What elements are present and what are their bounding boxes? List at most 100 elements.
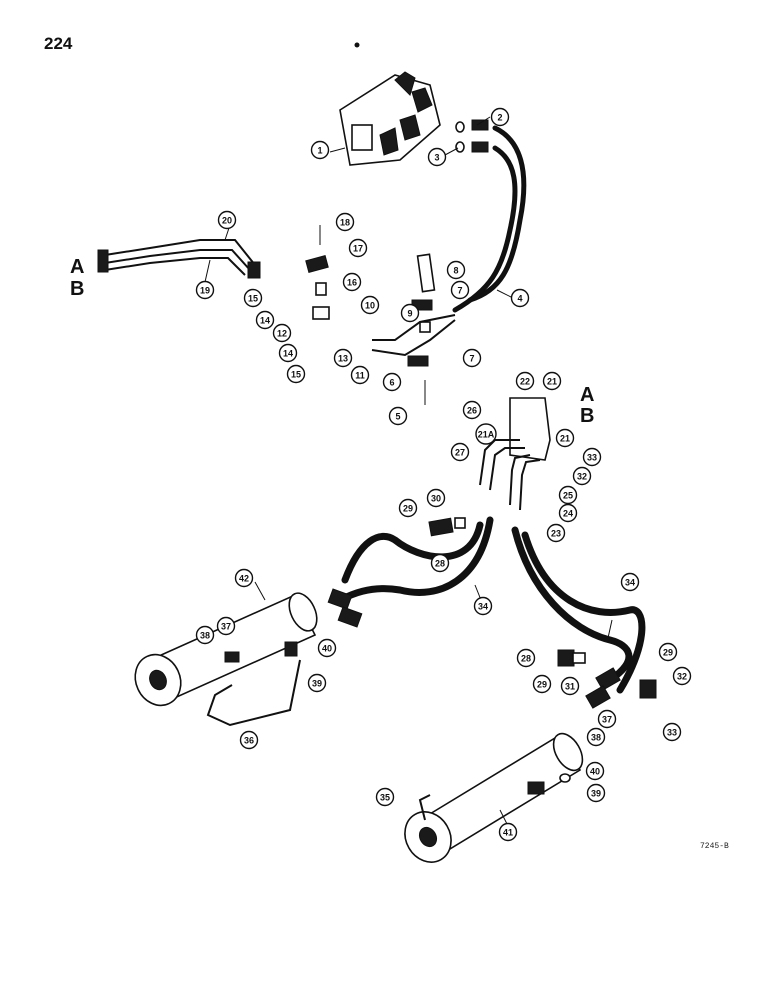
- callout-label: 3: [434, 153, 439, 163]
- callout-circle: [597, 709, 617, 729]
- callout-circle: [335, 212, 355, 232]
- callout-c24: 24: [558, 503, 578, 523]
- callout-label: 4: [517, 294, 522, 304]
- callout-c29b: 29: [532, 674, 552, 694]
- callout-circle: [586, 727, 606, 747]
- callout-layer: 1234567789101112131414151516171819202121…: [195, 107, 692, 842]
- callout-label: 38: [200, 631, 210, 641]
- callout-circle: [515, 371, 535, 391]
- callout-label: 5: [395, 412, 400, 422]
- callout-c7a: 7: [450, 280, 470, 300]
- left-cylinder: [134, 592, 318, 727]
- callout-label: 35: [380, 793, 390, 803]
- callout-circle: [462, 400, 482, 420]
- callout-circle: [446, 260, 466, 280]
- section-letter-b-left: B: [70, 278, 85, 300]
- section-letter-b-right: B: [580, 405, 595, 427]
- callout-circle: [582, 447, 602, 467]
- callout-label: 6: [389, 378, 394, 388]
- callout-label: 38: [591, 733, 601, 743]
- callout-label: 15: [248, 294, 258, 304]
- callout-label: 23: [551, 529, 561, 539]
- callout-circle: [555, 428, 575, 448]
- callout-circle: [400, 303, 420, 323]
- callout-circle: [426, 488, 446, 508]
- callout-c16: 16: [342, 272, 362, 292]
- callout-label: 8: [453, 266, 458, 276]
- callout-circle: [450, 442, 470, 462]
- callout-label: 2: [497, 113, 502, 123]
- callout-c28a: 28: [430, 553, 450, 573]
- callout-circle: [333, 348, 353, 368]
- callout-c27: 27: [450, 442, 470, 462]
- right-clamps: [428, 517, 657, 699]
- callout-c4: 4: [510, 288, 530, 308]
- callout-circle: [272, 323, 292, 343]
- callout-c41: 41: [498, 822, 518, 842]
- callout-c30: 30: [426, 488, 446, 508]
- callout-c40b: 40: [585, 761, 605, 781]
- callout-c5: 5: [388, 406, 408, 426]
- callout-c26: 26: [462, 400, 482, 420]
- callout-label: 33: [667, 728, 677, 738]
- callout-circle: [239, 730, 259, 750]
- callout-circle: [475, 423, 497, 445]
- callout-c42: 42: [234, 568, 254, 588]
- callout-label: 20: [222, 216, 232, 226]
- callout-circle: [490, 107, 510, 127]
- callout-label: 33: [587, 453, 597, 463]
- callout-circle: [382, 372, 402, 392]
- callout-c6: 6: [382, 372, 402, 392]
- callout-c12: 12: [272, 323, 292, 343]
- callout-label: 27: [455, 448, 465, 458]
- callout-label: 10: [365, 301, 375, 311]
- callout-c9: 9: [400, 303, 420, 323]
- callout-label: 39: [591, 789, 601, 799]
- callout-label: 9: [407, 309, 412, 319]
- callout-label: 34: [625, 578, 635, 588]
- registration-dot: [354, 42, 360, 48]
- callout-c8: 8: [446, 260, 466, 280]
- callout-circle: [243, 288, 263, 308]
- callout-label: 40: [322, 644, 332, 654]
- callout-label: 30: [431, 494, 441, 504]
- callout-label: 1: [317, 146, 322, 156]
- callout-circle: [672, 666, 692, 686]
- valve-fittings: [455, 119, 489, 153]
- callout-circle: [542, 371, 562, 391]
- callout-label: 16: [347, 278, 357, 288]
- callout-circle: [462, 348, 482, 368]
- callout-label: 17: [353, 244, 363, 254]
- callout-circle: [375, 787, 395, 807]
- clamp-parts: [305, 225, 456, 405]
- callout-c29c: 29: [658, 642, 678, 662]
- callout-c36: 36: [239, 730, 259, 750]
- callout-circle: [473, 596, 493, 616]
- callout-c13: 13: [333, 348, 353, 368]
- callout-circle: [658, 642, 678, 662]
- callout-circle: [255, 310, 275, 330]
- callout-label: 36: [244, 736, 254, 746]
- callout-c18: 18: [335, 212, 355, 232]
- callout-circle: [572, 466, 592, 486]
- callout-circle: [546, 523, 566, 543]
- callout-c3: 3: [427, 147, 447, 167]
- callout-label: 21: [560, 434, 570, 444]
- callout-c19: 19: [195, 280, 215, 300]
- callout-label: 21: [547, 377, 557, 387]
- callout-label: 31: [565, 682, 575, 692]
- callout-circle: [195, 280, 215, 300]
- callout-circle: [498, 822, 518, 842]
- callout-c2: 2: [490, 107, 510, 127]
- callout-circle: [360, 295, 380, 315]
- callout-circle: [510, 288, 530, 308]
- callout-c37b: 37: [597, 709, 617, 729]
- upper-hoses: [452, 125, 527, 313]
- callout-circle: [286, 364, 306, 384]
- callout-c32b: 32: [572, 466, 592, 486]
- callout-label: 37: [602, 715, 612, 725]
- callout-c31: 31: [560, 676, 580, 696]
- callout-c14a: 14: [255, 310, 275, 330]
- callout-label: 32: [577, 472, 587, 482]
